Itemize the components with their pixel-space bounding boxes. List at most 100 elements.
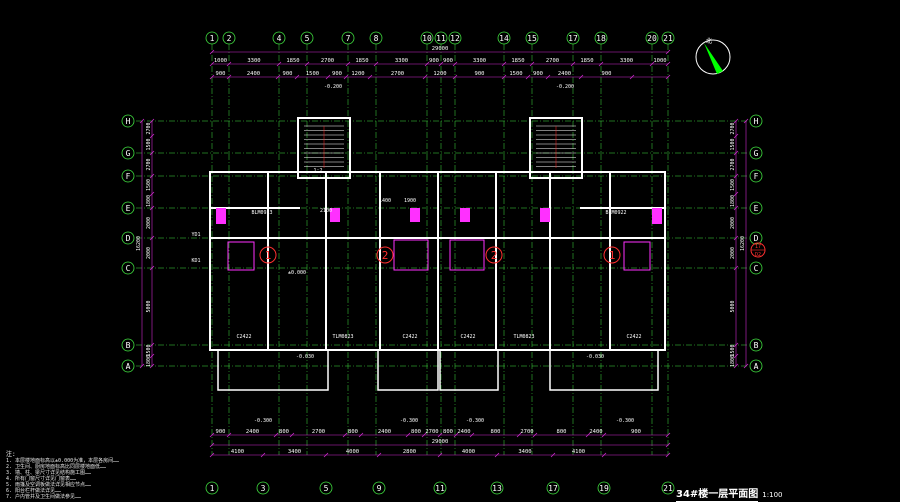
axis-bubble: [749, 146, 763, 160]
right-side-dim-value: 1500: [730, 138, 736, 150]
grid-lines: [136, 44, 748, 455]
right-side-dim-value: 2000: [730, 217, 736, 229]
bottom-bay-dim-tick: [209, 452, 215, 458]
left-side-dim-value: 1500: [146, 179, 152, 191]
bottom-opening-dim-value: 800: [411, 429, 421, 435]
axis-label: 1: [210, 34, 215, 43]
top-bay-dim-value: 3300: [247, 58, 260, 64]
callout-number: 17: [755, 244, 761, 250]
axis-label: 10: [422, 34, 432, 43]
axis-bubble: [372, 481, 386, 495]
bottom-opening-dim-value: 800: [443, 429, 453, 435]
right-side-dim-tick: [733, 191, 739, 197]
right-side-dim-value: 5000: [730, 300, 736, 312]
axis-label: 21: [663, 34, 673, 43]
axis-bubble: [121, 261, 135, 275]
unit-mark-1a: 1: [265, 249, 272, 262]
axis-bubble: [566, 31, 580, 45]
note-line: 5. 雨篷及空调板做法详见相应节点……: [6, 482, 92, 488]
bottom-opening-dim-tick: [601, 432, 607, 438]
axis-bubble: [749, 231, 763, 245]
top-bay-dim-tick: [501, 61, 507, 67]
unit-marks: 1 2 2 1: [259, 246, 621, 264]
axis-bubble: [749, 359, 763, 373]
axis-label: 2: [227, 34, 232, 43]
axis-label: E: [126, 204, 131, 213]
axis-bubble: [749, 201, 763, 215]
axis-bubble: [497, 31, 511, 45]
axis-label: 19: [599, 484, 609, 493]
bottom-bay-dim-value: 3400: [288, 449, 301, 455]
right-total-dim-tick: [743, 118, 749, 124]
left-side-dim-tick: [149, 353, 155, 359]
right-side-dim-tick: [733, 235, 739, 241]
elevation-mark: -0.300: [466, 418, 484, 424]
room-label: KD1: [191, 258, 200, 264]
top-opening-dim-value: 900: [216, 71, 226, 77]
top-opening-dim-tick: [501, 74, 507, 80]
callout-sheet: D2: [755, 252, 761, 258]
top-bay-dim-tick: [438, 61, 444, 67]
note-line: 2. 卫生间、厨房地面标高比同层楼地面低……: [6, 464, 107, 470]
axis-label: F: [126, 172, 131, 181]
left-side-dim-value: 1800: [146, 355, 152, 367]
room-label: BLM0923: [251, 210, 272, 216]
top-opening-dim-value: 900: [533, 71, 543, 77]
axis-bubble: [597, 481, 611, 495]
left-side-dim-tick: [149, 342, 155, 348]
bottom-opening-dim-tick: [437, 432, 443, 438]
top-opening-dim-tick: [325, 74, 331, 80]
bottom-bay-dim-value: 2800: [403, 449, 416, 455]
window-label: TLM0823: [332, 334, 353, 340]
axis-bubble: [525, 31, 539, 45]
right-side-dim-value: 1500: [730, 179, 736, 191]
right-side-dim-tick: [733, 173, 739, 179]
top-bay-dim-value: 3300: [395, 58, 408, 64]
note-line: 6. 阳台栏杆做法详见……: [6, 488, 62, 494]
top-bay-dim-tick: [226, 61, 232, 67]
elevation-mark: -0.200: [556, 84, 574, 90]
bottom-bay-dim-tick: [665, 452, 671, 458]
bottom-overall-dim-tick: [209, 442, 215, 448]
axis-bubble: [434, 31, 448, 45]
bottom-bay-dim-tick: [376, 452, 382, 458]
top-opening-dim-tick: [209, 74, 215, 80]
top-opening-dim-tick: [545, 74, 551, 80]
top-bay-dim-value: 1850: [511, 58, 524, 64]
bottom-bay-dim-value: 4100: [231, 449, 244, 455]
north-arrow: 北: [695, 37, 731, 75]
left-total-dim-value: 16200: [136, 236, 142, 251]
window-label: C2422: [626, 334, 641, 340]
left-side-dim-tick: [149, 363, 155, 369]
axis-bubble: [448, 31, 462, 45]
top-opening-dim-value: 1500: [509, 71, 522, 77]
bottom-bay-dim-tick: [323, 452, 329, 458]
axis-label: 11: [435, 484, 445, 493]
room-label: YD1: [191, 232, 200, 238]
top-overall-dim-value: 29000: [432, 46, 449, 52]
axis-bubble: [121, 338, 135, 352]
right-side-dim-tick: [733, 353, 739, 359]
left-side-dim-value: 2700: [146, 122, 152, 134]
note-line: 7. 户内管井及卫生间做法参见……: [6, 494, 82, 500]
bottom-opening-dim-tick: [469, 432, 475, 438]
top-bay-dim-tick: [452, 61, 458, 67]
top-opening-dim-tick: [367, 74, 373, 80]
kitchen-fixtures: [227, 239, 651, 271]
bottom-opening-dim-tick: [405, 432, 411, 438]
left-side-dim-tick: [149, 265, 155, 271]
top-opening-dim-value: 900: [602, 71, 612, 77]
axis-bubble: [594, 31, 608, 45]
axis-bubble: [749, 338, 763, 352]
top-bay-dim-value: 2700: [321, 58, 334, 64]
bottom-opening-dim-value: 800: [491, 429, 501, 435]
note-line: 3. 墙、柱、梁尺寸详见结构施工图……: [6, 470, 92, 476]
axis-label: B: [754, 341, 759, 350]
left-side-dim-tick: [149, 118, 155, 124]
elevation-mark: ±0.000: [288, 270, 306, 276]
top-bay-dim-tick: [570, 61, 576, 67]
elevation-marks: ±0.000 -0.030 -0.030 -0.300 -0.300 -0.30…: [254, 84, 634, 424]
bathroom-fixtures: [216, 208, 662, 224]
top-opening-dim-tick: [578, 74, 584, 80]
